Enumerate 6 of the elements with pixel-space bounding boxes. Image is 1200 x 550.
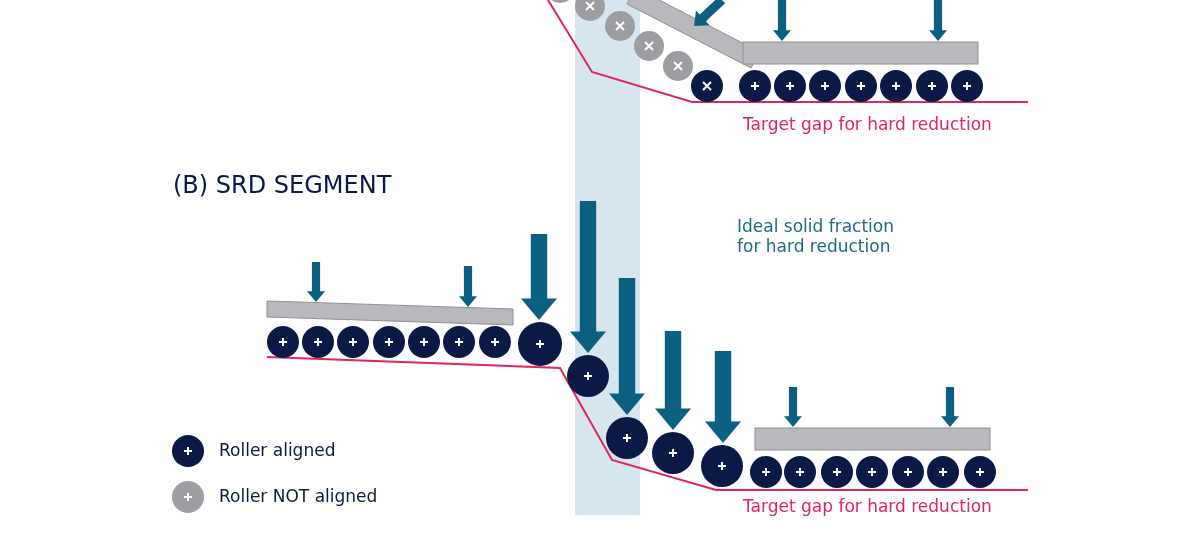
section-heading: (B) SRD SEGMENT	[173, 171, 392, 199]
annotation-text: Ideal solid fraction for hard reduction	[737, 216, 895, 257]
gap-label: Target gap for hard reduction	[743, 496, 992, 516]
legend-label: Roller aligned	[219, 440, 336, 460]
gap-label: Target gap for hard reduction	[743, 114, 992, 134]
legend-label: Roller NOT aligned	[219, 486, 378, 506]
